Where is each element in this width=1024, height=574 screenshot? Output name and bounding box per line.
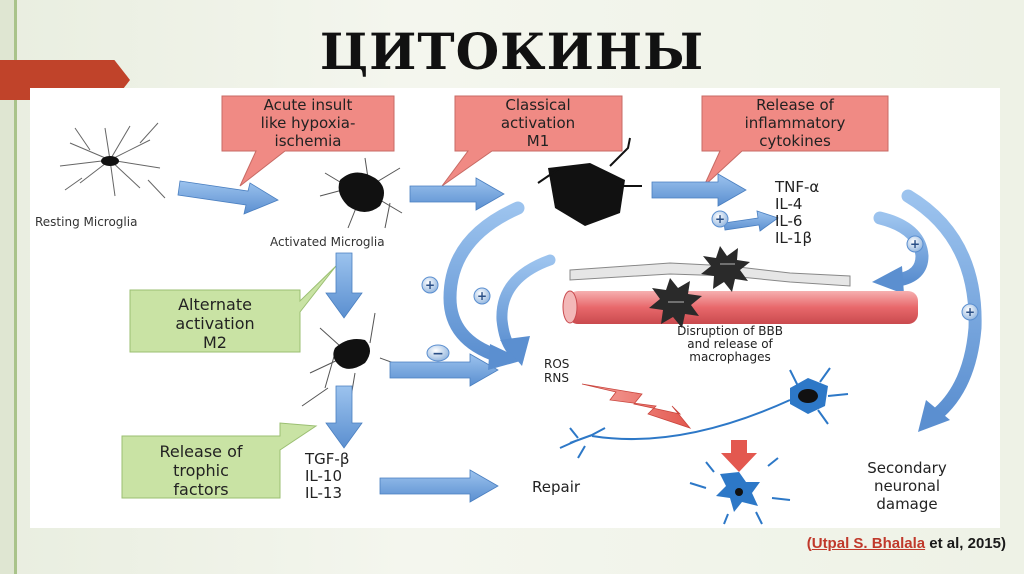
curved-arrow-cytokines-to-bbb (872, 211, 929, 294)
plus-sign-label: + (477, 289, 487, 303)
label-bbb-line1: Disruption of BBB (677, 324, 783, 338)
cytokine-il10: IL-10 (305, 467, 342, 485)
arrow-m2-to-trophic (325, 385, 363, 449)
plus-sign-label: + (715, 212, 725, 226)
macrophage-star-upper (701, 246, 750, 292)
slide-title: ЦИТОКИНЫ (319, 22, 705, 81)
cytokine-il13: IL-13 (305, 484, 342, 502)
callout-inflam-line1: Release of (756, 96, 835, 114)
resting-microglia-cell (59, 122, 166, 199)
label-damage-line1: Secondary (867, 459, 947, 477)
plus-sign-icon: + (711, 210, 729, 228)
callout-acute-line3: ischemia (275, 132, 342, 150)
callout-alternate-line3: M2 (203, 333, 227, 352)
arrow-down-to-damaged-neuron (721, 440, 757, 472)
arrow-activated-to-m2 (325, 252, 363, 319)
callout-inflam-line2: inflammatory (745, 114, 846, 132)
label-rns: RNS (544, 371, 569, 385)
damaged-neuron (689, 457, 791, 525)
label-repair: Repair (532, 478, 581, 496)
left-stripe (0, 0, 14, 574)
plus-sign-icon: + (421, 276, 439, 294)
arrow-activated-to-m1 (409, 177, 505, 211)
label-damage-line2: neuronal (874, 477, 940, 495)
diagram-panel: Acute insult like hypoxia- ischemia Clas… (30, 88, 1000, 528)
callout-trophic-line3: factors (173, 480, 228, 499)
callout-trophic-factors: Release of trophic factors (121, 422, 318, 499)
arrow-trophic-to-repair (379, 469, 499, 503)
label-bbb-line3: macrophages (689, 350, 770, 364)
callout-acute-line1: Acute insult (264, 96, 353, 114)
curved-arrow-m1-to-ros (443, 201, 525, 370)
citation-rest: et al, 2015) (925, 535, 1006, 552)
citation-open-paren: ( (806, 535, 812, 552)
citation: (Utpal S. Bhalala et al, 2015) (807, 535, 1006, 552)
minus-sign-label: − (432, 346, 444, 362)
cytokine-il6: IL-6 (775, 212, 802, 230)
label-bbb-line2: and release of (687, 337, 773, 351)
cytokine-diagram: Acute insult like hypoxia- ischemia Clas… (35, 95, 982, 525)
callout-acute-line2: like hypoxia- (261, 114, 356, 132)
callout-alternate-line1: Alternate (178, 295, 252, 314)
callout-alternate-line2: activation (175, 314, 254, 333)
callout-release-inflammatory: Release of inflammatory cytokines (701, 95, 889, 187)
label-resting-microglia: Resting Microglia (35, 215, 137, 229)
cytokine-tnf: TNF-α (774, 178, 819, 196)
minus-sign-icon: − (426, 344, 450, 362)
callout-classical-line3: M1 (527, 132, 550, 150)
arrow-m2-to-ros (389, 353, 499, 387)
curved-arrow-bbb-to-ros (496, 254, 556, 366)
callout-classical-line2: activation (501, 114, 575, 132)
cytokine-il4: IL-4 (775, 195, 802, 213)
m1-microglia-cell (537, 137, 642, 226)
left-accent-line (14, 0, 17, 574)
callout-alternate-activation: Alternate activation M2 (129, 265, 337, 353)
citation-author-link[interactable]: Utpal S. Bhalala (811, 535, 926, 552)
blood-vessel (562, 290, 918, 324)
callout-classical-activation: Classical activation M1 (441, 95, 623, 187)
cytokine-tgfb: TGF-β (304, 450, 349, 468)
callout-inflam-line3: cytokines (759, 132, 831, 150)
plus-sign-icon: + (961, 303, 979, 321)
label-damage-line3: damage (876, 495, 937, 513)
callout-trophic-line2: trophic (173, 461, 229, 480)
callout-acute-insult: Acute insult like hypoxia- ischemia (221, 95, 395, 187)
curved-arrow-to-damage (901, 189, 982, 432)
arrow-m1-to-cytokines (651, 173, 747, 207)
arrow-resting-to-activated (177, 180, 279, 215)
label-ros: ROS (544, 357, 569, 371)
callout-trophic-line1: Release of (159, 442, 242, 461)
label-activated-microglia: Activated Microglia (270, 235, 385, 249)
cytokine-il1b: IL-1β (775, 229, 812, 247)
plus-sign-icon: + (906, 235, 924, 253)
macrophage-star-lower (649, 278, 702, 328)
plus-sign-icon: + (473, 287, 491, 305)
plus-sign-label: + (910, 237, 920, 251)
activated-microglia-cell (319, 157, 403, 229)
plus-sign-label: + (965, 305, 975, 319)
healthy-neuron (559, 367, 849, 459)
lightning-bolt-icon (581, 383, 692, 429)
arrow-small-to-cytokines (723, 210, 779, 232)
plus-sign-label: + (425, 278, 435, 292)
callout-classical-line1: Classical (505, 96, 570, 114)
